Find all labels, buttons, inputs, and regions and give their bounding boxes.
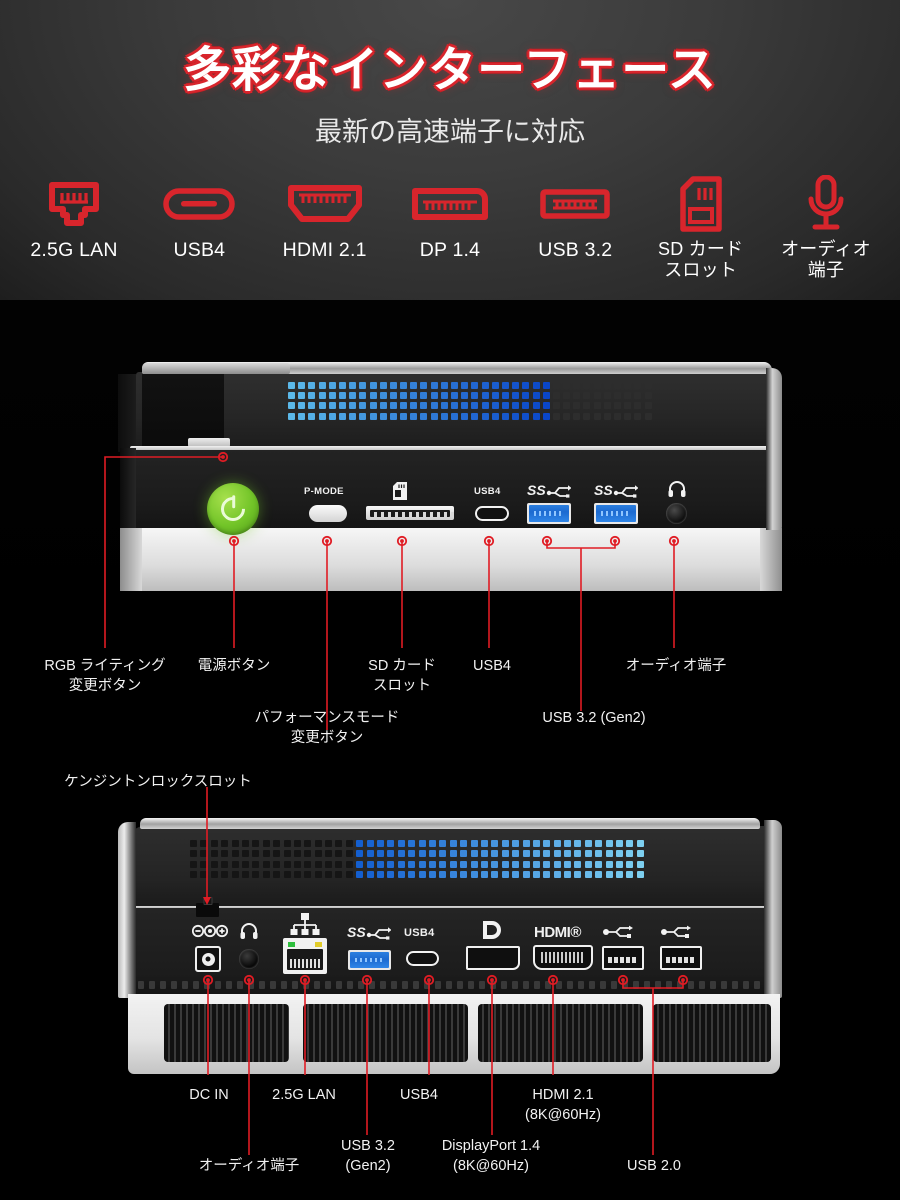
page-title: 多彩なインターフェース <box>183 44 717 97</box>
device-base-left <box>120 528 142 591</box>
device-base-right <box>760 528 782 591</box>
dc-in-port[interactable] <box>195 946 221 972</box>
callout-lan-2-5g: 2.5G LAN <box>272 1087 336 1103</box>
usb-c-icon <box>163 175 236 233</box>
lan-port[interactable] <box>283 938 327 974</box>
device-seam <box>130 446 778 451</box>
usb20-port-1[interactable] <box>602 946 644 970</box>
icon-item-hdmi: HDMI 2.1 <box>269 175 381 262</box>
sd-card-slot-icon <box>393 482 407 505</box>
callout-audio-jack-rear: オーディオ端子 <box>198 1158 300 1174</box>
hdmi-silk-label: HDMI® <box>534 924 581 941</box>
interface-icon-strip: 2.5G LAN USB4 HDMI 2.1 <box>18 175 882 281</box>
microphone-icon <box>805 175 847 233</box>
audio-jack-rear[interactable] <box>239 949 259 969</box>
callout-sd-card-slot: SD カード スロット <box>368 658 436 694</box>
device-lid-bar-rear <box>140 818 760 829</box>
superspeed-usb-icon-1: SS <box>527 482 572 503</box>
svg-text:SS: SS <box>594 482 613 498</box>
svg-text:SS: SS <box>347 924 366 940</box>
pmode-silk-label: P-MODE <box>304 486 344 497</box>
device-lid-bar <box>142 362 772 374</box>
usb20-port-2[interactable] <box>660 946 702 970</box>
ethernet-rj45-icon <box>47 175 101 233</box>
callout-usb20: USB 2.0 <box>627 1158 681 1174</box>
fan-vent-3 <box>478 1004 643 1062</box>
rgb-vent-grid-front <box>288 382 652 420</box>
icon-label: DP 1.4 <box>419 239 481 261</box>
callout-power-button: 電源ボタン <box>197 658 271 674</box>
audio-jack-front[interactable] <box>666 503 687 524</box>
headphone-icon-rear <box>240 922 258 945</box>
rgb-vent-grid-rear <box>190 840 644 879</box>
icon-item-audio: オーディオ 端子 <box>770 175 882 281</box>
usb4-port-rear[interactable] <box>406 951 439 966</box>
callout-usb32-gen2-rear: USB 3.2 (Gen2) <box>341 1138 395 1174</box>
callout-rgb-lighting-button: RGB ライティング 変更ボタン <box>44 658 166 694</box>
fan-vent-2 <box>303 1004 468 1062</box>
callout-usb4-front: USB4 <box>473 658 511 674</box>
callout-usb4-rear: USB4 <box>400 1087 438 1103</box>
usb4-port-front[interactable] <box>475 506 509 521</box>
icon-label: HDMI 2.1 <box>282 239 367 261</box>
device-left-edge-rear <box>118 822 136 998</box>
usb4-silk-label-rear: USB4 <box>404 927 435 939</box>
displayport-logo-icon <box>481 920 503 947</box>
callout-hdmi-21: HDMI 2.1 (8K@60Hz) <box>525 1087 601 1123</box>
fan-vent-4 <box>653 1004 771 1062</box>
usb-a-icon <box>539 175 611 233</box>
performance-mode-button[interactable] <box>309 505 347 522</box>
device-left-edge <box>120 448 136 530</box>
icon-item-sdcard: SD カード スロット <box>645 175 757 281</box>
device-right-edge <box>766 368 782 530</box>
hdmi-port[interactable] <box>533 945 593 970</box>
icon-label: USB 3.2 <box>538 239 613 261</box>
power-button[interactable] <box>207 483 259 535</box>
page-subtitle: 最新の高速端子に対応 <box>315 117 585 147</box>
dc-in-icon <box>191 924 229 943</box>
device-base <box>128 528 782 591</box>
callout-kensington-lock-slot: ケンジントンロックスロット <box>64 774 252 790</box>
device-side-panel <box>142 372 224 448</box>
displayport-icon <box>411 175 489 233</box>
hdmi-icon <box>287 175 363 233</box>
fan-vent-1 <box>164 1004 289 1062</box>
superspeed-usb-icon-rear: SS <box>347 924 392 945</box>
network-icon <box>290 913 320 942</box>
displayport-port[interactable] <box>466 946 520 970</box>
usb32-port-1[interactable] <box>527 503 571 524</box>
superspeed-usb-icon-2: SS <box>594 482 639 503</box>
callout-usb32-gen2-front: USB 3.2 (Gen2) <box>542 710 646 726</box>
sd-card-icon <box>679 175 723 233</box>
icon-item-usb32: USB 3.2 <box>519 175 631 262</box>
icon-label: SD カード スロット <box>658 239 744 281</box>
usb-icon-1 <box>603 925 637 944</box>
icon-label: オーディオ 端子 <box>781 239 871 281</box>
svg-text:SS: SS <box>527 482 546 498</box>
callout-performance-mode-button: パフォーマンスモード 変更ボタン <box>254 710 400 746</box>
callout-audio-jack-front: オーディオ端子 <box>625 658 727 674</box>
device-lid-tab <box>142 363 290 374</box>
usb4-silk-label: USB4 <box>474 486 501 497</box>
icon-label: USB4 <box>173 239 226 261</box>
usb-icon-2 <box>661 925 695 944</box>
rear-bottom-vent-strip <box>134 978 770 992</box>
device-right-edge-rear <box>764 820 782 998</box>
icon-item-lan: 2.5G LAN <box>18 175 130 262</box>
usb32-port-2[interactable] <box>594 503 638 524</box>
callout-dc-in: DC IN <box>189 1087 229 1103</box>
icon-item-dp: DP 1.4 <box>394 175 506 262</box>
device-left-edge-upper <box>118 374 136 452</box>
callout-displayport-14: DisplayPort 1.4 (8K@60Hz) <box>441 1138 541 1174</box>
usb32-gen2-port-rear[interactable] <box>348 950 391 970</box>
sd-card-slot[interactable] <box>366 506 454 520</box>
rgb-lighting-button[interactable] <box>188 438 230 447</box>
kensington-lock-slot[interactable] <box>196 897 219 917</box>
headphone-icon-front <box>668 480 686 503</box>
icon-label: 2.5G LAN <box>30 239 118 261</box>
icon-item-usb4: USB4 <box>143 175 255 262</box>
